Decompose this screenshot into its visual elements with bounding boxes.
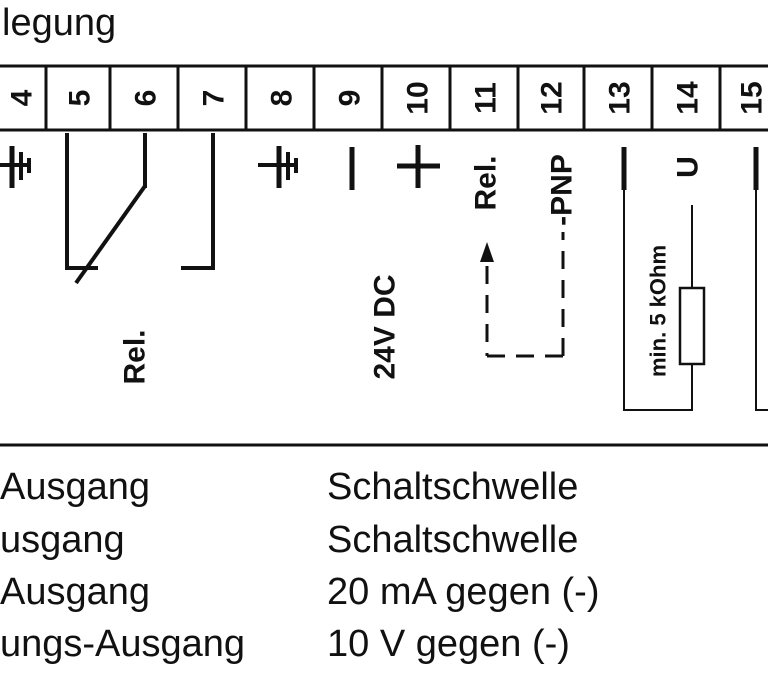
terminal-13: 13 bbox=[604, 81, 637, 114]
terminal-6: 6 bbox=[130, 90, 163, 107]
table-row-3-right: 20 mA gegen (-) bbox=[327, 571, 600, 613]
arrow-up-icon bbox=[480, 242, 494, 262]
terminal-14: 14 bbox=[672, 81, 705, 115]
terminal-12: 12 bbox=[536, 81, 569, 114]
output-line bbox=[755, 190, 768, 411]
terminal-4: 4 bbox=[6, 89, 39, 106]
terminal-5: 5 bbox=[64, 90, 97, 107]
relay-output-label: Rel. bbox=[470, 155, 503, 210]
terminal-10: 10 bbox=[402, 81, 435, 114]
pnp-label: -PNP bbox=[546, 154, 579, 226]
relay-contact-icon bbox=[65, 133, 215, 285]
u-label: U bbox=[672, 156, 705, 178]
table-row-1-left: Ausgang bbox=[0, 466, 151, 508]
relay-label: Rel. bbox=[119, 329, 152, 384]
table-row-1-right: Schaltschwelle bbox=[327, 466, 579, 508]
table-row-4-left: ungs-Ausgang bbox=[0, 623, 246, 665]
resistor-label: min. 5 kOhm bbox=[646, 245, 671, 377]
dashed-link bbox=[485, 232, 565, 358]
page-heading: legung bbox=[2, 2, 117, 44]
terminal-8: 8 bbox=[266, 90, 299, 107]
terminal-15: 15 bbox=[736, 81, 768, 114]
plus-icon bbox=[397, 145, 440, 188]
terminal-11: 11 bbox=[470, 82, 503, 114]
terminal-9: 9 bbox=[334, 90, 367, 107]
table-row-3-left: Ausgang bbox=[0, 571, 151, 613]
terminal-7: 7 bbox=[198, 90, 231, 107]
table-row-2-left: usgang bbox=[0, 519, 125, 561]
ground-icon bbox=[0, 146, 31, 188]
supply-label: 24V DC bbox=[369, 274, 402, 379]
resistor-icon bbox=[678, 286, 706, 366]
table-row-2-right: Schaltschwelle bbox=[327, 519, 579, 561]
table-row-4-right: 10 V gegen (-) bbox=[327, 623, 570, 665]
ground-icon bbox=[258, 146, 298, 188]
